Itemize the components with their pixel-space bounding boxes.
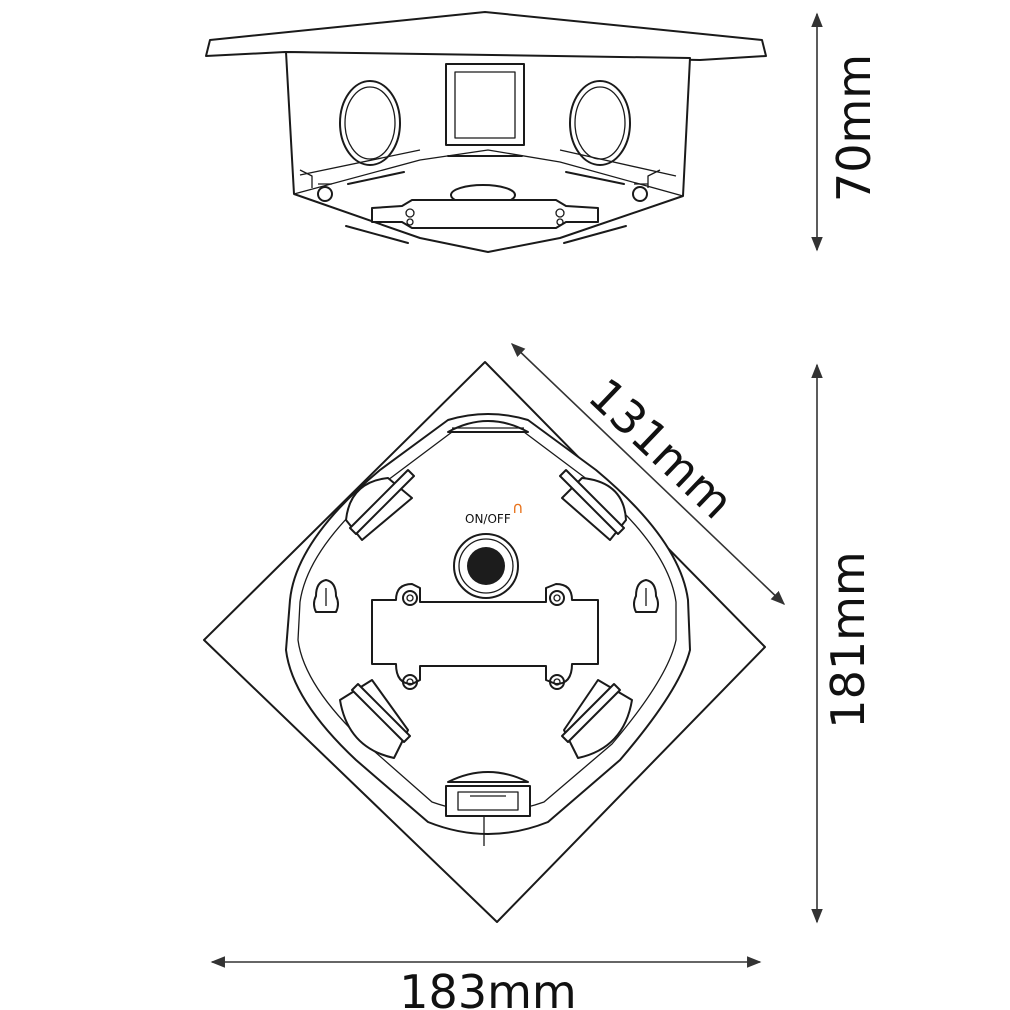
side-view: [205, 11, 767, 253]
bottom-opening: [445, 785, 531, 817]
port-bottom-left: [339, 679, 409, 759]
side-port-right: [569, 80, 631, 166]
power-icon: ∩: [512, 498, 524, 517]
side-flange: [205, 11, 767, 61]
side-center-opening: [445, 63, 525, 146]
bottom-cap: [447, 771, 529, 783]
dim-label-183mm: 183mm: [399, 965, 576, 1010]
side-body: [285, 51, 691, 253]
dimension-width: 183mm: [210, 956, 762, 1010]
port-bottom-right: [563, 679, 633, 759]
side-port-left: [339, 80, 401, 166]
top-bracket: [371, 583, 599, 685]
switch-label: ON/OFF: [465, 512, 511, 526]
on-off-switch: [453, 533, 519, 599]
dimension-depth: 181mm: [811, 363, 875, 924]
dimension-height-side: 70mm: [811, 12, 881, 252]
dim-label-70mm: 70mm: [827, 54, 881, 202]
power-button: [467, 547, 505, 585]
dim-label-181mm: 181mm: [821, 551, 875, 728]
side-bracket: [371, 199, 599, 229]
